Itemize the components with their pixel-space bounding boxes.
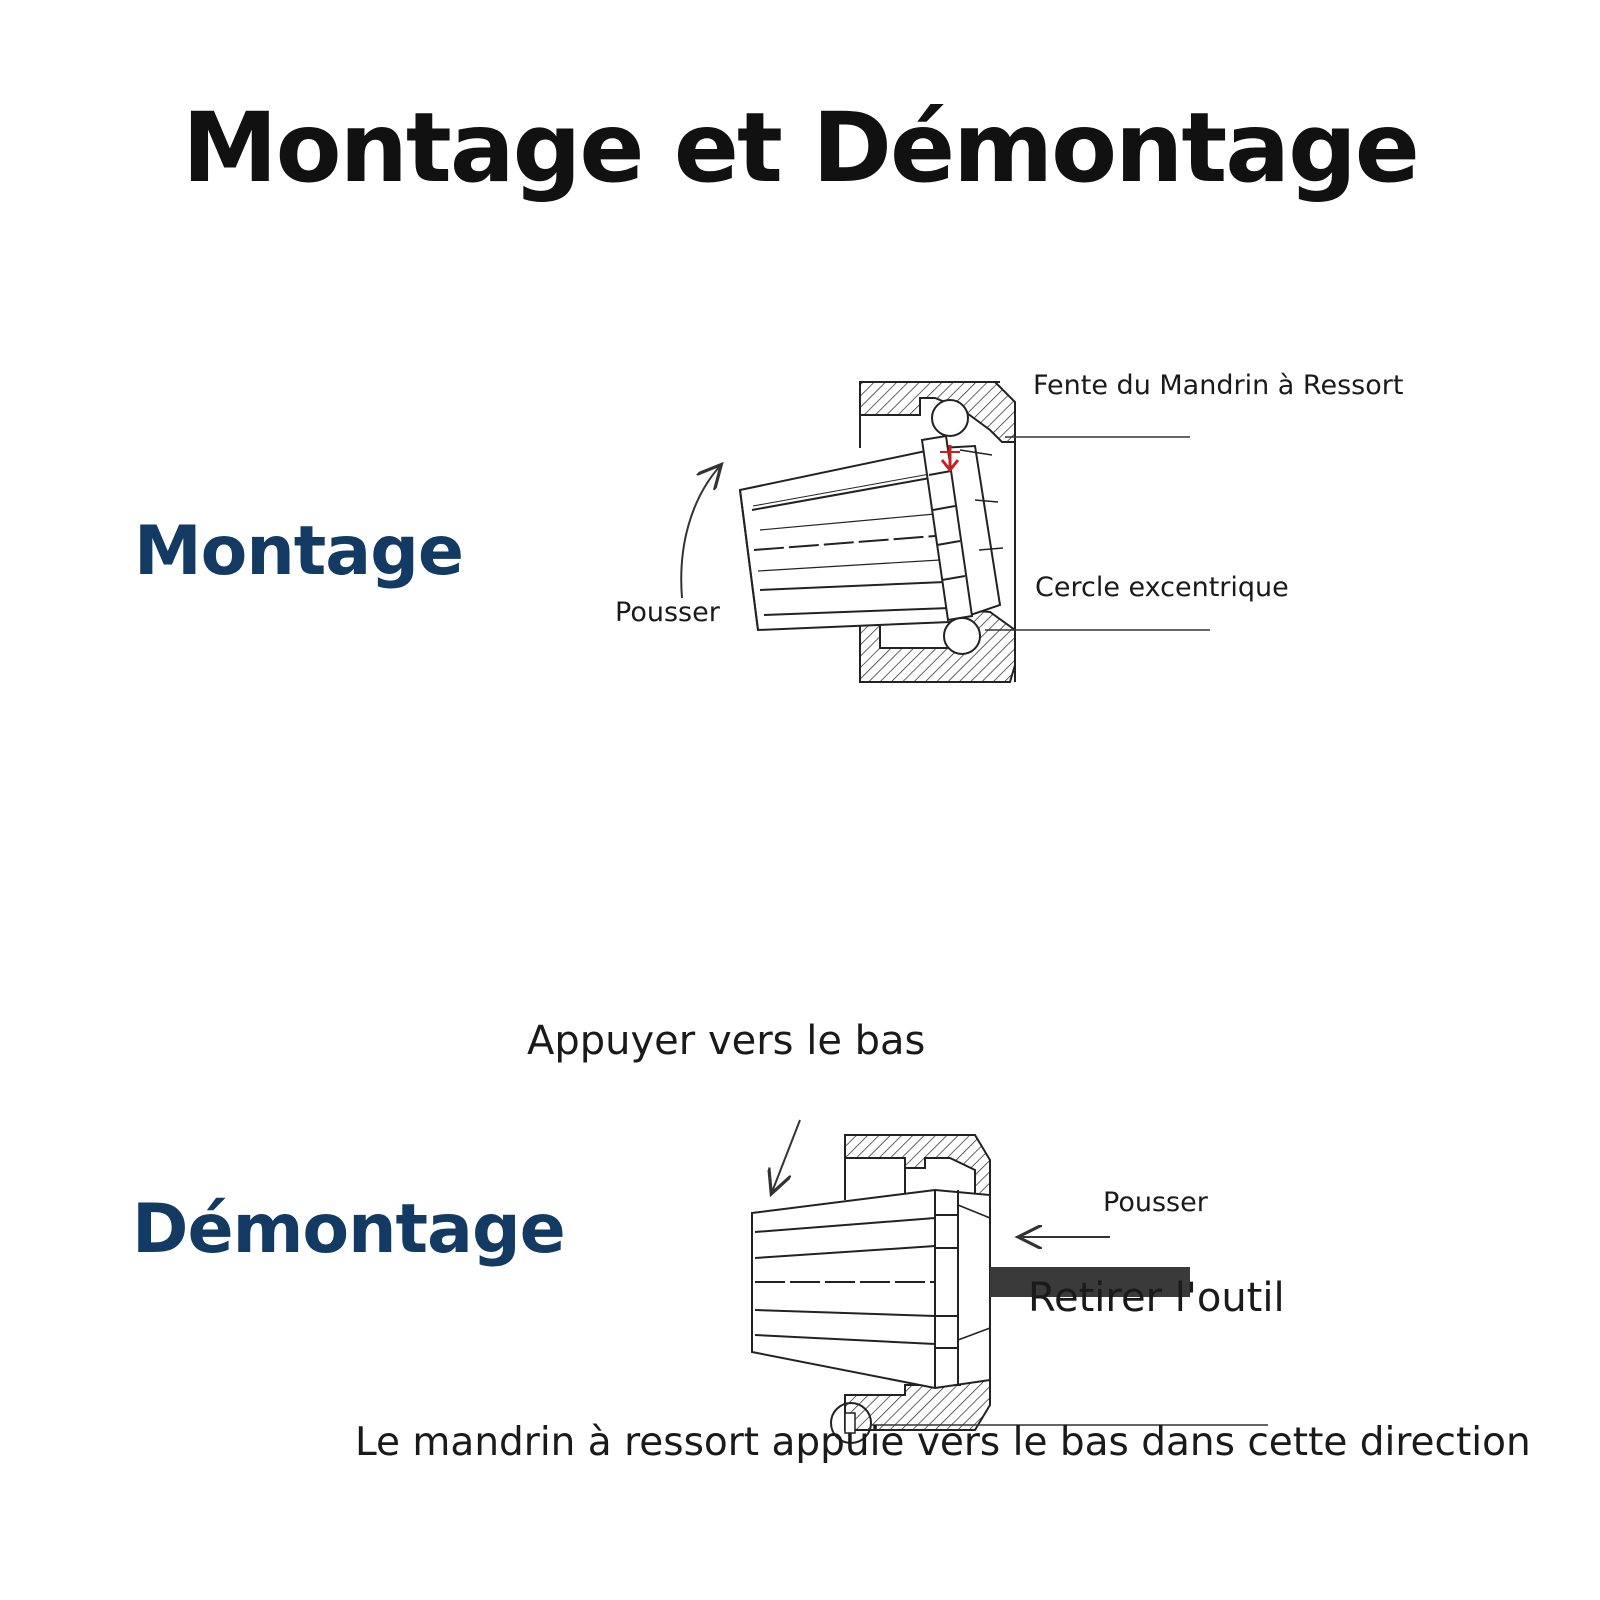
label-push-montage: Pousser (615, 597, 720, 628)
eccentric-circle-bottom (943, 617, 981, 655)
collet-body (738, 434, 1004, 632)
label-remove-tool: Retirer l'outil (1028, 1275, 1285, 1321)
eccentric-circle-top (931, 399, 969, 437)
label-collet-slot: Fente du Mandrin à Ressort (1033, 370, 1404, 401)
red-arrow-icon (940, 445, 960, 473)
pivot-circle (830, 1402, 872, 1444)
pivot-notch (844, 1412, 856, 1434)
label-eccentric-circle: Cercle excentrique (1035, 572, 1289, 603)
demontage-diagram (751, 1119, 1268, 1444)
push-arrow-icon (680, 466, 720, 599)
demontage-heading: Démontage (132, 1190, 566, 1269)
label-press-down: Appuyer vers le bas (527, 1018, 926, 1064)
label-push-demontage: Pousser (1103, 1187, 1208, 1218)
montage-heading: Montage (134, 512, 464, 591)
press-down-arrow-icon (772, 1119, 801, 1192)
montage-diagram (680, 381, 1210, 683)
page-title: Montage et Démontage (182, 92, 1420, 204)
nut-top-section (859, 381, 1016, 448)
tool-bar (990, 1267, 1190, 1297)
label-direction-note: Le mandrin à ressort appuie vers le bas … (355, 1420, 1531, 1465)
collet-body-2 (751, 1188, 991, 1390)
